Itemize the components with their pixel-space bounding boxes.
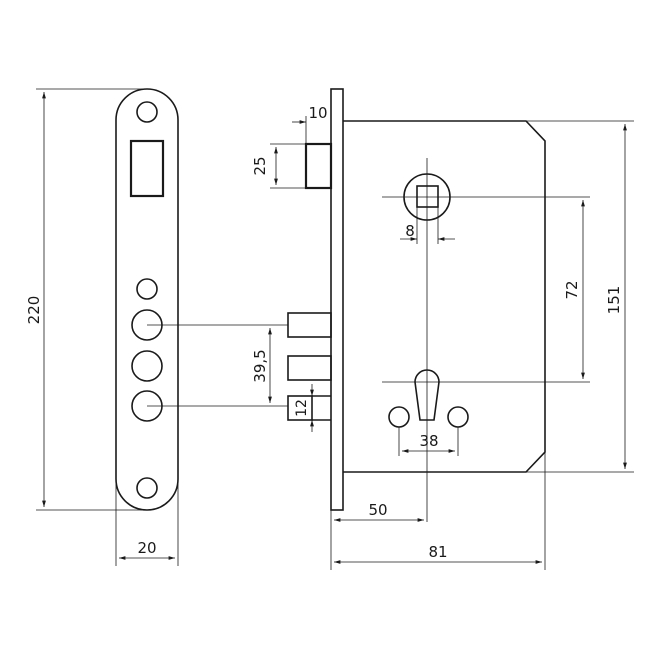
label-39-5: 39,5 <box>251 349 269 382</box>
faceplate-bolt-hole-2 <box>131 350 163 382</box>
label-8: 8 <box>405 222 415 240</box>
faceplate-bottom-screw-hole <box>136 477 158 499</box>
cylinder-screw-right <box>447 406 469 428</box>
label-12: 12 <box>294 399 310 417</box>
latch-bolt <box>304 142 333 190</box>
label-81: 81 <box>428 543 447 561</box>
front-plate <box>330 88 344 511</box>
label-50: 50 <box>368 501 387 519</box>
dim-case-height: 151 <box>526 120 634 473</box>
dim-small-bolt: 12 <box>294 384 314 432</box>
dim-spindle: 8 <box>400 207 455 244</box>
faceplate <box>115 88 179 511</box>
dim-case-depth: 81 <box>334 452 546 570</box>
center-lines <box>382 158 590 522</box>
dim-faceplate-height: 220 <box>25 88 148 511</box>
lock-case <box>343 120 546 473</box>
bolt-upper <box>287 312 332 338</box>
label-151: 151 <box>605 286 623 315</box>
bolt-lower <box>287 395 313 421</box>
faceplate-small-hole <box>136 278 158 300</box>
dim-deadbolt-height: 25 <box>251 143 306 189</box>
dim-latch-width: 10 <box>292 104 328 144</box>
cylinder-screw-left <box>388 406 410 428</box>
label-72: 72 <box>563 280 581 299</box>
label-10: 10 <box>308 104 327 122</box>
faceplate-latch-slot <box>129 139 165 198</box>
dim-keyhole-spacing: 38 <box>398 427 459 456</box>
dim-backset: 50 <box>330 501 424 570</box>
faceplate-top-screw-hole <box>136 101 158 123</box>
dim-spindle-to-cylinder: 72 <box>563 200 585 379</box>
label-20: 20 <box>137 539 156 557</box>
lock-body <box>287 88 546 511</box>
label-220: 220 <box>25 296 43 325</box>
label-38: 38 <box>419 432 438 450</box>
label-25: 25 <box>251 156 269 175</box>
spindle-square <box>416 185 439 208</box>
dim-bolt-spacing: 39,5 <box>251 328 272 403</box>
bolt-middle <box>287 355 332 381</box>
dim-faceplate-width: 20 <box>115 470 179 566</box>
